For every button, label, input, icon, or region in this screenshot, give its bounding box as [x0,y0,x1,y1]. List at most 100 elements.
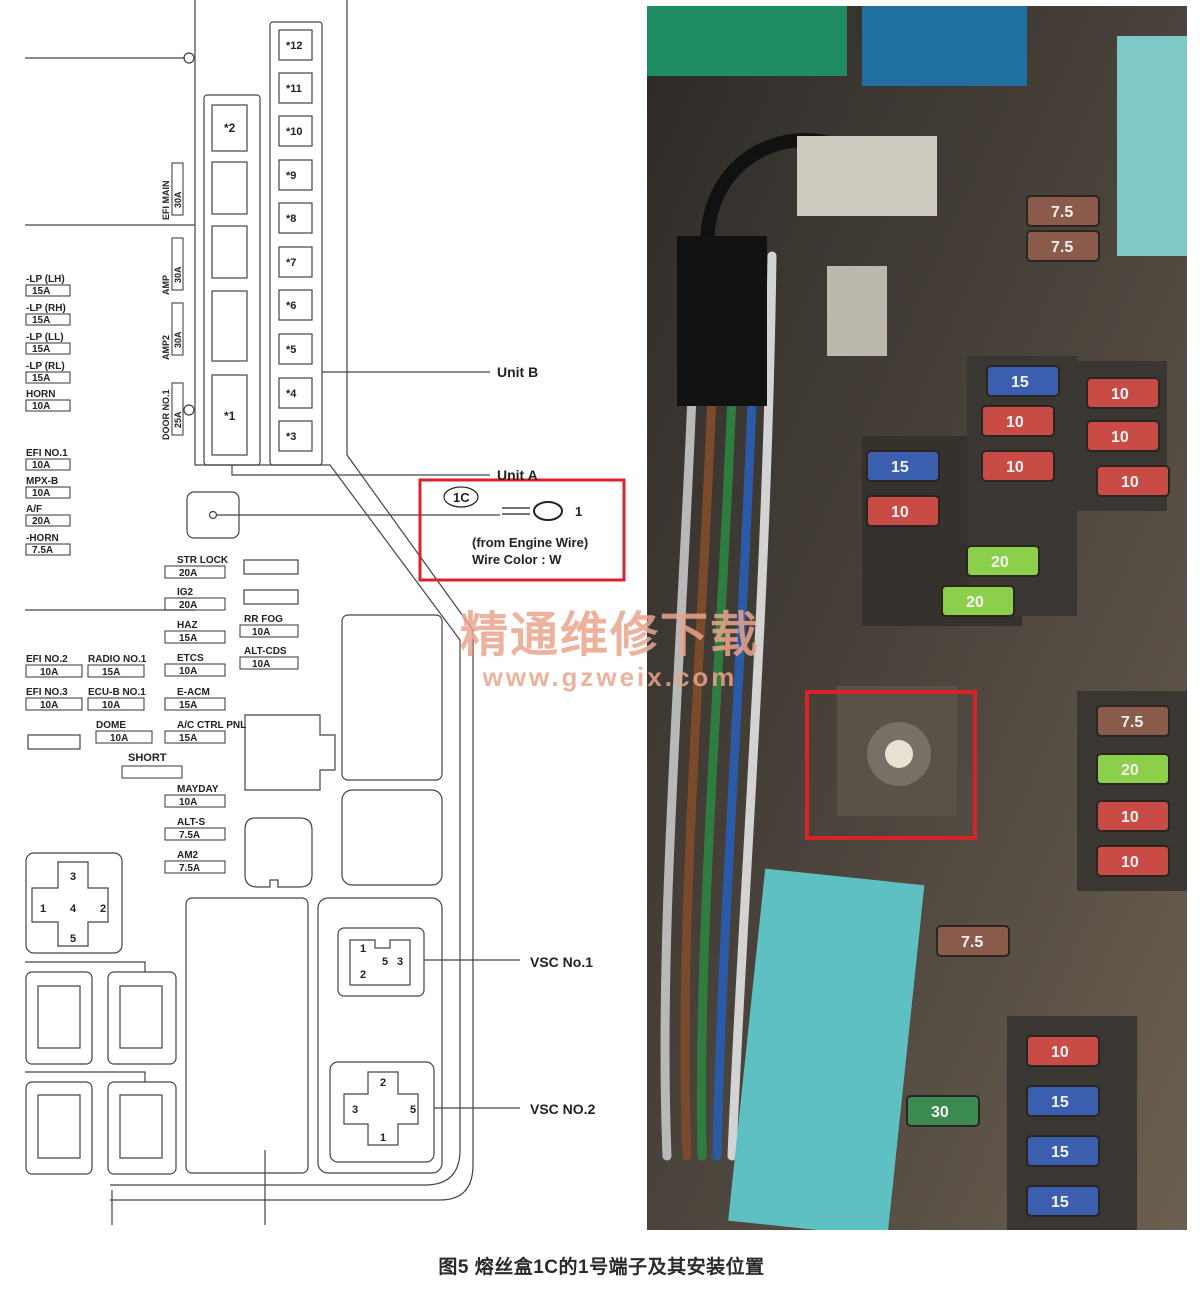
left-fuse-amp: 15A [32,286,50,297]
vsc1-pin-5: 5 [382,956,388,968]
relay-b-label: *12 [286,40,303,52]
relay-b-label: *9 [286,170,296,182]
middle-fuse-name: E-ACM [177,687,210,698]
blade-fuse [986,365,1060,397]
middle-fuse-name: MAYDAY [177,784,219,795]
blade-fuse-rating: 10 [891,504,909,521]
blade-fuse-rating: 20 [1121,762,1139,779]
vertical-fuse-amp: 30A [173,266,183,283]
figure-caption: 图5 熔丝盒1C的1号端子及其安装位置 [438,1257,765,1278]
blade-fuse-rating: 20 [966,594,984,611]
relay-b-socket [278,29,313,61]
blade-fuse-rating: 10 [1051,1044,1069,1061]
blade-fuse [966,545,1040,577]
relay-b-label: *3 [286,431,296,443]
middle-fuse-amp: 10A [179,797,197,808]
blade-fuse-rating: 10 [1006,414,1024,431]
blade-fuse [1086,377,1160,409]
blade-fuse [1026,1085,1100,1117]
right-fuse-name: RR FOG [244,614,283,625]
blade-fuse-rating: 15 [1051,1144,1069,1161]
fuse-box-photo: 7.57.5151010101015202010107.52010107.530… [647,6,1187,1230]
middle-fuse-name: IG2 [177,587,194,598]
relay-b-socket [278,115,313,147]
harness-tape [677,236,767,406]
row-fuse-name: EFI NO.3 [26,687,68,698]
row-fuse-amp: 10A [40,700,58,711]
unit-a-label: Unit A [497,467,538,483]
pin-1: 1 [40,903,46,915]
left-fuse-name: -HORN [26,533,59,544]
blade-fuse [866,495,940,527]
blade-fuse [1086,420,1160,452]
vertical-fuse-amp: 30A [173,191,183,208]
right-fuse-name: ALT-CDS [244,646,287,657]
blade-fuse-rating: 15 [1011,374,1029,391]
left-fuse-name: EFI NO.1 [26,448,68,459]
left-fuse-amp: 15A [32,315,50,326]
vsc1-pin-3: 3 [397,956,403,968]
row-fuse-name: DOME [96,720,126,731]
photo-fuses: 7.57.5151010101015202010107.52010107.530… [866,195,1170,1217]
row-fuse-amp: 10A [110,733,128,744]
right-fuse-amp: 10A [252,627,270,638]
relay-a-label-2: *2 [224,121,236,135]
vsc2-pin-5: 5 [410,1104,416,1116]
middle-fuse-amp: 7.5A [179,863,200,874]
vertical-fuse-name: AMP2 [161,335,171,360]
blade-fuse [866,450,940,482]
left-fuse-name: -LP (RL) [26,361,65,372]
vsc2-pin-3: 3 [352,1104,358,1116]
row-fuse-amp: 10A [102,700,120,711]
blade-fuse [1096,845,1170,877]
vertical-fuse-name: EFI MAIN [161,181,171,221]
row-fuse-name: ECU-B NO.1 [88,687,146,698]
left-fuse-name: HORN [26,389,55,400]
blade-fuse-rating: 10 [1121,854,1139,871]
relay-b-socket [278,289,313,321]
blade-fuse-rating: 15 [1051,1094,1069,1111]
vertical-fuse-name: DOOR NO.1 [161,389,171,440]
pin-3: 3 [70,871,76,883]
pin-2: 2 [100,903,106,915]
relay-b-socket [278,333,313,365]
left-fuse-name: -LP (LH) [26,274,65,285]
top-relay-blue [862,6,1027,86]
relay-b-socket [278,202,313,234]
blade-fuse-rating: 10 [1121,474,1139,491]
blade-fuse-rating: 7.5 [1051,204,1073,221]
middle-fuse-amp: 15A [179,700,197,711]
blade-fuse [1096,465,1170,497]
blade-fuse [1026,195,1100,227]
blade-fuse [906,1095,980,1127]
vsc1-pin-1: 1 [360,943,366,955]
right-fuse-amp: 10A [252,659,270,670]
left-fuse-amp: 15A [32,373,50,384]
blade-fuse-rating: 20 [991,554,1009,571]
middle-fuse-amp: 7.5A [179,830,200,841]
middle-fuse-name: STR LOCK [177,555,229,566]
blade-fuse-rating: 10 [1111,386,1129,403]
blade-fuse-rating: 10 [1111,429,1129,446]
blade-fuse-rating: 15 [891,459,909,476]
blade-fuse [1026,230,1100,262]
left-fuse-amp: 10A [32,488,50,499]
callout-pin: 1 [575,504,582,519]
blade-fuse-rating: 7.5 [1051,239,1073,256]
top-relay-green [647,6,847,76]
blue-relay-bottom [728,868,925,1230]
left-fuse-name: A/F [26,504,42,515]
relay-b-label: *11 [286,83,302,95]
blade-fuse [981,450,1055,482]
right-fuses: RR FOG 10A ALT-CDS 10A [239,614,299,670]
vsc-no1-label: VSC No.1 [530,954,593,970]
white-connector [797,136,937,216]
left-fuse-amp: 10A [32,460,50,471]
blade-fuse-rating: 7.5 [1121,714,1143,731]
unit-b-relays: *12*11*10*9*8*7*6*5*4*3 [278,29,313,452]
